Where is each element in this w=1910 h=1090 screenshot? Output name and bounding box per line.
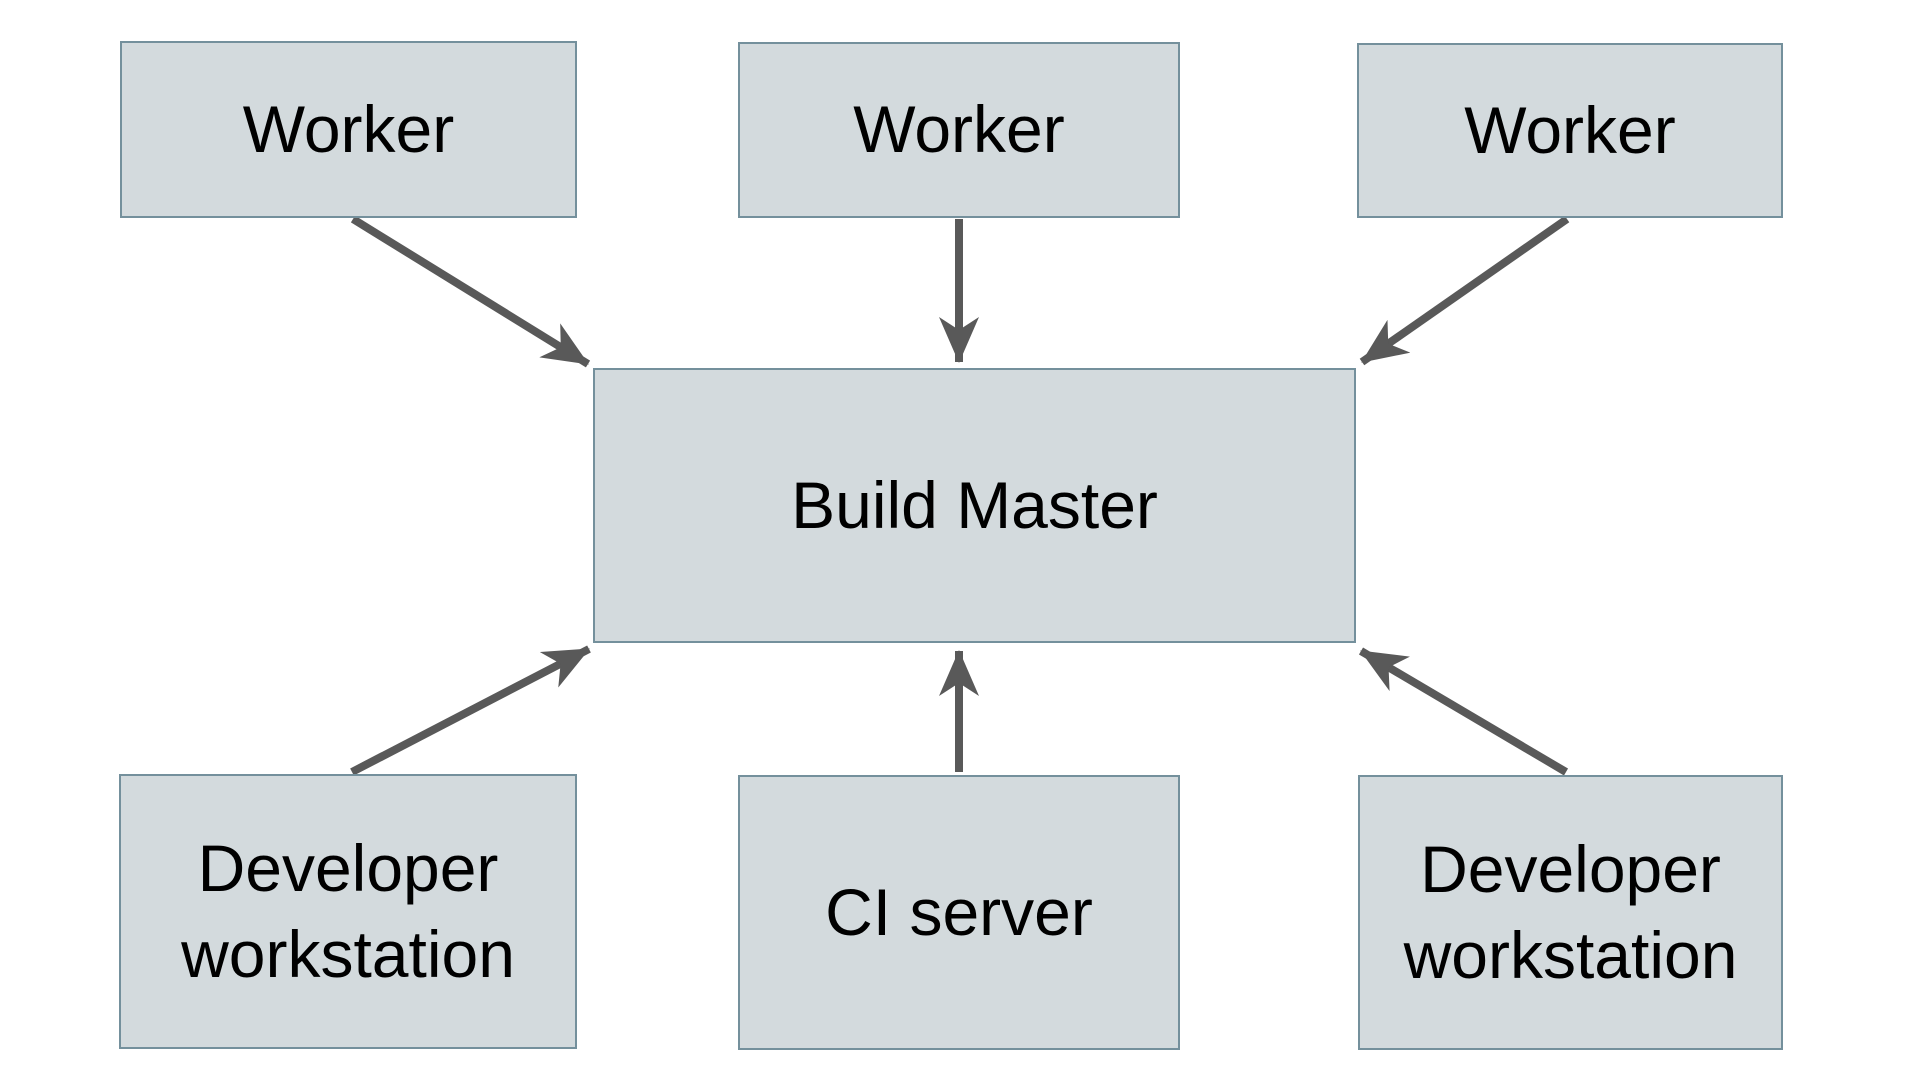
arrow-dev-left-to-build-master [350,645,591,776]
node-ci-server-label: CI server [825,874,1093,949]
node-developer-workstation-right: Developer workstation [1358,775,1783,1050]
node-worker-1: Worker [120,41,577,218]
arrow-worker1-to-build-master [350,215,591,368]
node-ci-server: CI server [738,775,1180,1050]
node-worker-1-label: Worker [242,91,455,166]
node-worker-3-label: Worker [1464,92,1676,167]
node-developer-workstation-left-label: Developer workstation [181,830,515,991]
node-worker-3: Worker [1357,43,1783,218]
arrow-dev-right-to-build-master [1358,647,1569,776]
node-build-master: Build Master [593,368,1356,643]
node-worker-2-label: Worker [853,92,1065,167]
node-worker-2: Worker [738,42,1180,218]
node-developer-workstation-right-label: Developer workstation [1403,831,1738,992]
node-developer-workstation-left: Developer workstation [119,774,577,1049]
node-build-master-label: Build Master [791,467,1158,542]
arrow-worker3-to-build-master [1359,215,1570,366]
